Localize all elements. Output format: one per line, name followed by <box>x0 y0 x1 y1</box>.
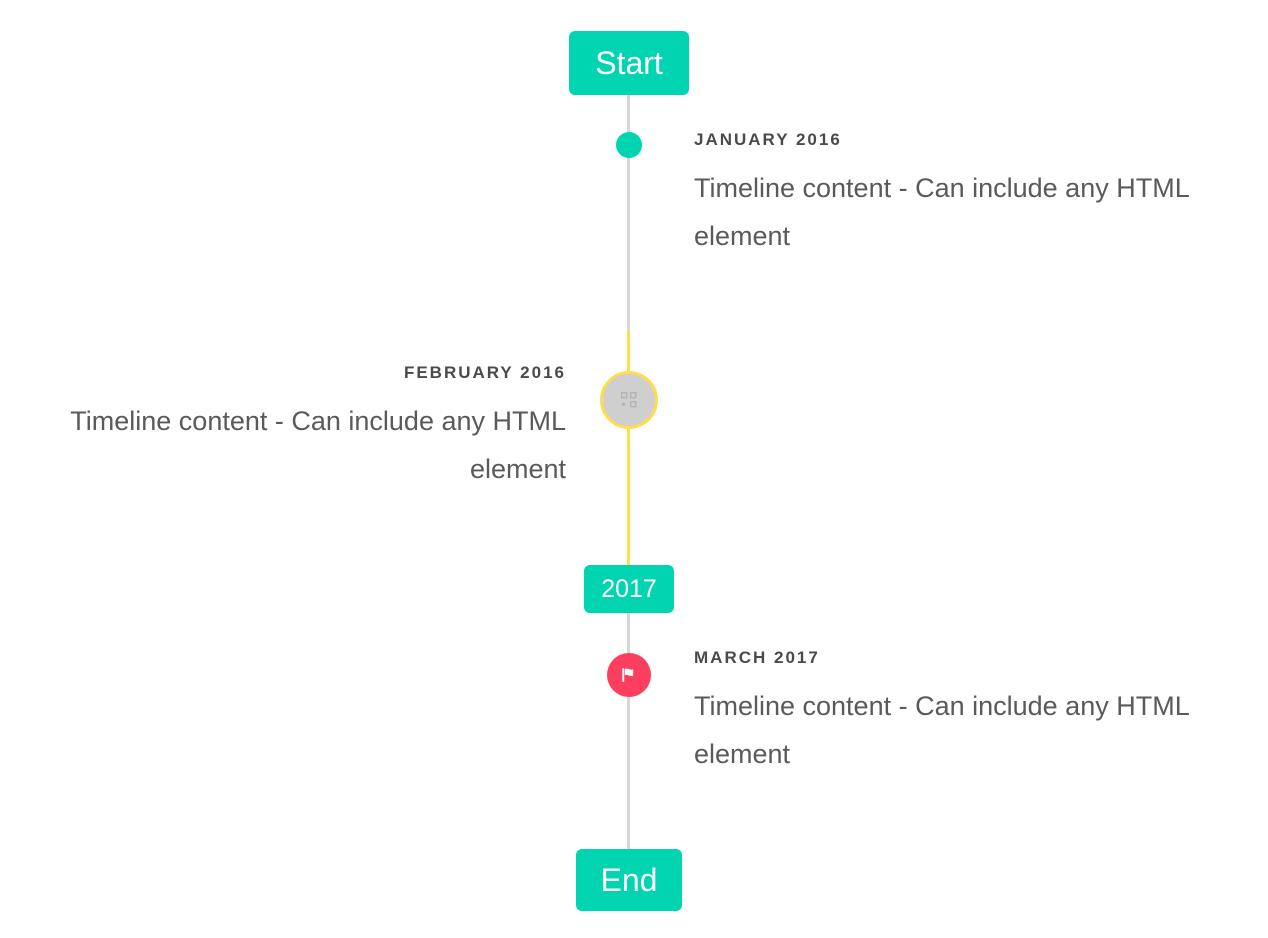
timeline-line-segment-bottom <box>627 613 630 849</box>
broken-image-icon <box>620 391 637 408</box>
timeline-entry-body: Timeline content - Can include any HTML … <box>694 173 1189 252</box>
timeline-entry-body: Timeline content - Can include any HTML … <box>694 691 1189 770</box>
timeline-start-badge-label: Start <box>595 44 663 81</box>
timeline-marker-february[interactable] <box>600 371 658 429</box>
timeline-year-badge[interactable]: 2017 <box>584 565 674 613</box>
timeline-end-badge[interactable]: End <box>576 849 682 911</box>
timeline-marker-march[interactable] <box>607 653 651 697</box>
timeline-end-badge-label: End <box>600 861 658 898</box>
timeline-line-segment-highlighted <box>627 331 630 565</box>
timeline-year-badge-label: 2017 <box>601 574 657 603</box>
timeline-entry-body: Timeline content - Can include any HTML … <box>70 406 566 485</box>
timeline-entry-march: March 2017 Timeline content - Can includ… <box>694 648 1224 778</box>
flag-icon <box>622 668 634 682</box>
timeline-marker-january[interactable] <box>616 132 642 158</box>
timeline-entry-date: February 2016 <box>403 363 566 382</box>
timeline-entry-february: February 2016 Timeline content - Can inc… <box>40 363 566 493</box>
timeline-line-segment-top <box>627 95 630 331</box>
timeline-entry-date: January 2016 <box>694 130 842 149</box>
timeline-entry-date: March 2017 <box>694 648 820 667</box>
timeline-entry-january: January 2016 Timeline content - Can incl… <box>694 130 1224 260</box>
timeline-start-badge[interactable]: Start <box>569 31 689 95</box>
